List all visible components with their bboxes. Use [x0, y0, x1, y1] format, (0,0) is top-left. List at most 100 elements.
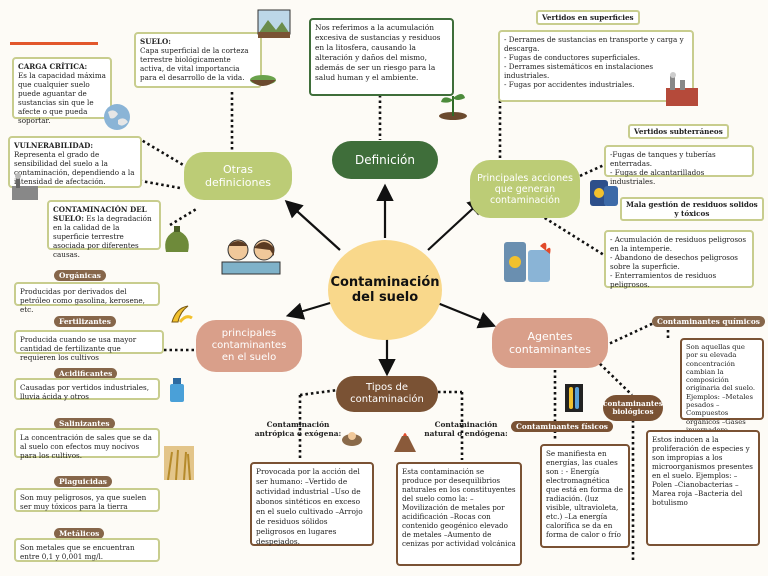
earth-icon [104, 104, 130, 130]
hand-soil-icon [342, 432, 362, 446]
suelo-label: SUELO: [140, 37, 171, 46]
otras-definiciones-node[interactable]: Otras definiciones [184, 152, 292, 200]
pa-line2: que generan [494, 183, 556, 195]
natural-label2: natural o endógena: [424, 429, 508, 438]
volcano-icon [394, 433, 416, 452]
vulnerabilidad-box: VULNERABILIDAD: Representa el grado de s… [8, 136, 142, 188]
fertilizantes-title: Fertilizantes [54, 316, 116, 327]
cs-label2: SUELO: [53, 214, 84, 223]
tipos-line1: Tipos de [366, 382, 408, 393]
plaguicidas-text: Son muy peligrosos, ya que suelen ser mu… [20, 493, 147, 511]
banana-peel-icon [171, 305, 193, 323]
fertilizantes-text: Producida cuando se usa mayor cantidad d… [20, 335, 137, 362]
barrel-icon [590, 180, 618, 206]
landscape-icon [257, 9, 291, 38]
pa-line1: Principales acciones [477, 172, 573, 184]
definicion-box: Nos referimos a la acumulación excesiva … [309, 18, 454, 96]
organicas-text: Producidas por derivados del petróleo co… [20, 287, 145, 314]
antropica-label1: Contaminación [266, 420, 330, 429]
vertidos-sup-box: - Derrames de sustancias en transporte y… [498, 30, 694, 102]
definicion-text: Nos referimos a la acumulación excesiva … [315, 23, 441, 82]
factory-pollution-icon [12, 173, 38, 200]
biologicos-text: Estos inducen a la proliferación de espe… [652, 435, 753, 507]
metalicos-text: Son metales que se encuentran entre 0,1 … [20, 543, 135, 561]
principales-acciones-node[interactable]: Principales acciones que generan contami… [470, 160, 580, 218]
quimicos-text: Son aquellas que por su elevada concentr… [686, 343, 756, 434]
acidificantes-box: Causadas por vertidos industriales, lluv… [14, 378, 160, 401]
toxic-waste-icon [504, 242, 551, 282]
center-node: Contaminación del suelo [328, 240, 442, 340]
biologicos-box: Estos inducen a la proliferación de espe… [646, 430, 760, 546]
natural-label: Contaminación natural o endógena: [418, 420, 514, 438]
acid-bottle-icon [170, 378, 184, 402]
carga-text: Es la capacidad máxima que cualquier sue… [18, 71, 106, 125]
acidificantes-text: Causadas por vertidos industriales, lluv… [20, 383, 150, 401]
tipos-line2: contaminación [350, 394, 424, 405]
pa-line3: contaminación [489, 194, 561, 206]
plant-icon [439, 94, 467, 120]
organicas-title: Orgánicas [54, 270, 106, 281]
center-title-line1: Contaminación [330, 275, 440, 290]
antropica-box: Provocada por la acción del ser humano: … [250, 462, 374, 546]
pc-line1: principales [221, 328, 277, 339]
vsub-item-2: - Fugas de alcantarillados industriales. [610, 168, 705, 186]
pc-line2: contaminantes [211, 340, 287, 351]
principales-contaminantes-node[interactable]: principales contaminantes en el suelo [196, 320, 302, 372]
fisicos-title: Contaminantes físicos [511, 421, 613, 432]
carga-label: CARGA CRÍTICA: [18, 62, 88, 71]
vertidos-sub-title: Vertidos subterráneos [628, 124, 729, 139]
definicion-node[interactable]: Definición [332, 141, 438, 179]
salinizantes-title: Salinizantes [54, 418, 115, 429]
tipos-contaminacion-node[interactable]: Tipos de contaminación [336, 376, 438, 412]
acidificantes-title: Acidificantes [54, 368, 118, 379]
organicas-box: Producidas por derivados del petróleo co… [14, 282, 160, 314]
fertilizantes-box: Producida cuando se usa mayor cantidad d… [14, 330, 164, 362]
natural-box: Esta contaminación se produce por desequ… [396, 462, 522, 566]
otras-line2: definiciones [204, 176, 271, 189]
mala-gestion-title: Mala gestión de residuos solidos y tóxic… [620, 197, 764, 221]
vulnerabilidad-text: Representa el grado de sensibilidad del … [14, 150, 135, 186]
mg-title2: y tóxicos [674, 209, 710, 218]
vulnerabilidad-label: VULNERABILIDAD: [14, 141, 94, 150]
center-title-line2: del suelo [351, 290, 419, 305]
antropica-label2: antrópica o exógena: [254, 429, 342, 438]
children-icon [221, 239, 281, 275]
bio-title1: contaminantes [603, 398, 663, 408]
vs-item-2: - Fugas de conductores superficiales. [504, 53, 640, 62]
natural-text: Esta contaminación se produce por desequ… [402, 467, 516, 548]
cs-label1: CONTAMINACIÓN DEL [53, 205, 147, 214]
mg-item-1: - Acumulación de residuos peligrosos en … [610, 235, 747, 253]
salinizantes-text: La concentración de sales que se da al s… [20, 433, 152, 460]
metalicos-title: Metálicos [54, 528, 105, 539]
suelo-text: Capa superficial de la corteza terrestre… [140, 46, 249, 82]
vertidos-sup-title: Vertidos en superficies [536, 10, 640, 25]
antropica-label: Contaminación antrópica o exógena: [250, 420, 346, 438]
bio-title2: biológicos [612, 407, 654, 416]
ag-line1: Agentes [527, 330, 573, 343]
otras-line1: Otras [223, 163, 253, 176]
fisicos-text: Se manifiesta en energías, las cuales so… [546, 449, 623, 539]
quimicos-title: Contaminantes químicos [652, 316, 765, 327]
accent-line [10, 42, 98, 45]
plaguicidas-title: Plaguicidas [54, 476, 112, 487]
agentes-contaminantes-node[interactable]: Agentes contaminantes [492, 318, 608, 368]
metalicos-box: Son metales que se encuentran entre 0,1 … [14, 538, 160, 562]
test-tube-icon [565, 384, 583, 412]
ag-line2: contaminantes [508, 343, 592, 356]
trash-bag-icon [165, 226, 189, 252]
soil-chunk-icon [250, 75, 276, 86]
vs-item-3: - Derrames sistemáticos en instalaciones… [504, 62, 654, 80]
fisicos-box: Se manifiesta en energías, las cuales so… [540, 444, 630, 548]
antropica-text: Provocada por la acción del ser humano: … [256, 467, 363, 546]
vs-item-4: - Fugas por accidentes industriales. [504, 80, 635, 89]
vs-item-1: - Derrames de sustancias en transporte y… [504, 35, 684, 53]
mg-title1: Mala gestión de residuos solidos [626, 200, 758, 209]
mg-item-3: - Enterramientos de residuos peligrosos. [610, 271, 717, 289]
carga-box: CARGA CRÍTICA: Es la capacidad máxima qu… [12, 57, 112, 125]
factory-icon [666, 72, 698, 106]
cs-text: Es la degradación en la calidad de la su… [53, 214, 152, 259]
vertidos-sub-box: -Fugas de tanques y tuberías enterradas.… [604, 145, 754, 186]
quimicos-box: Son aquellas que por su elevada concentr… [680, 338, 764, 434]
contaminacion-suelo-box: CONTAMINACIÓN DEL SUELO: Es la degradaci… [47, 200, 161, 259]
